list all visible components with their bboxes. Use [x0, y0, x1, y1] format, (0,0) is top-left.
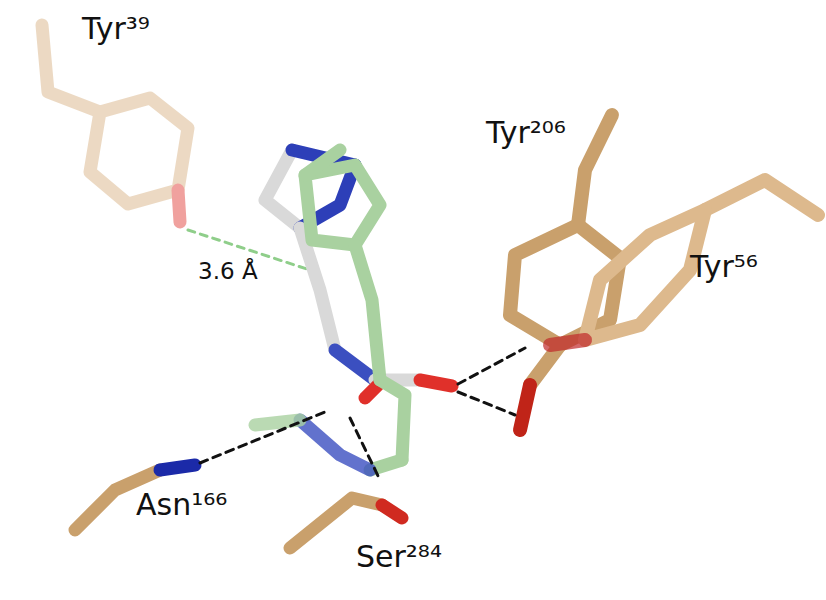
residue-label: Tyr³⁹ — [82, 14, 150, 44]
ligand-green — [255, 150, 405, 470]
residue-label: Tyr²⁰⁶ — [486, 118, 566, 148]
tyr39-residue — [42, 25, 188, 222]
tyr56-residue — [550, 180, 818, 345]
hydrogen-bonds — [200, 348, 525, 480]
residue-label: Tyr⁵⁶ — [690, 252, 758, 282]
ser284-residue — [290, 498, 402, 548]
distance-label: 3.6 Å — [196, 260, 260, 283]
ligand-grey — [265, 150, 452, 398]
residue-label: Asn¹⁶⁶ — [136, 490, 227, 520]
residue-label: Ser²⁸⁴ — [356, 542, 442, 572]
